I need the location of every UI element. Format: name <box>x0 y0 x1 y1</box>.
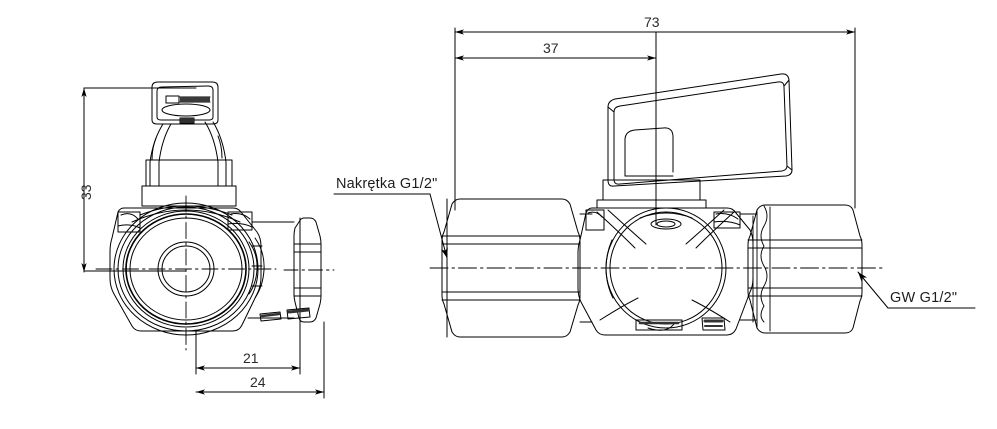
annotation-nut-callout: Nakrętka G1/2" <box>336 176 438 192</box>
annotation-leaders <box>333 193 976 309</box>
dimension-lines <box>81 27 856 399</box>
dimension-offset-21: 21 <box>243 350 259 366</box>
dimension-overall-73: 73 <box>644 14 660 30</box>
annotation-male-thread-callout: GW G1/2" <box>890 290 958 306</box>
left-view-geometry <box>95 81 335 351</box>
dimension-offset-37: 37 <box>543 40 559 56</box>
right-view-geometry <box>429 31 886 338</box>
dimension-height-33: 33 <box>78 184 94 200</box>
dimension-overall-24: 24 <box>250 374 266 390</box>
